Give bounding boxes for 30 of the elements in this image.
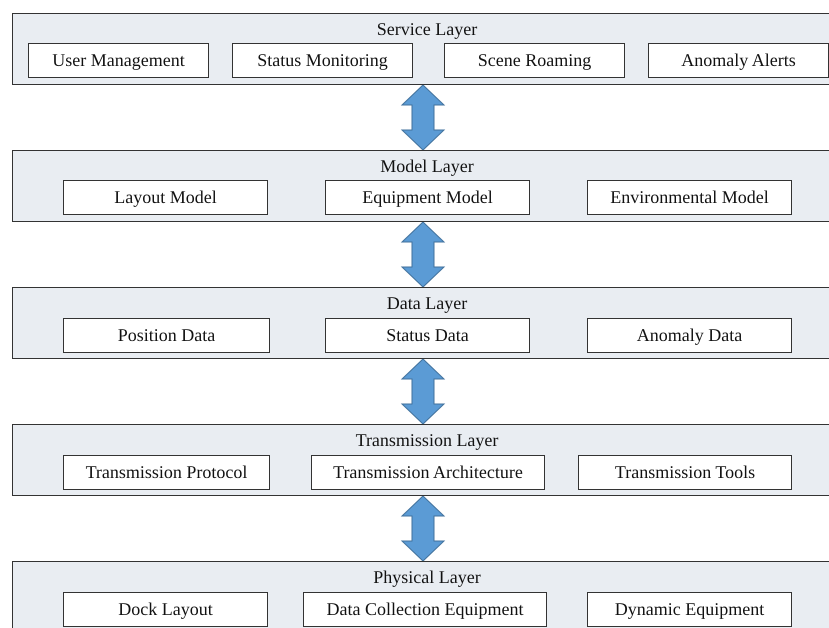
- layer-title: Service Layer: [376, 18, 478, 40]
- component-box: Position Data: [63, 318, 270, 353]
- component-box: User Management: [28, 43, 209, 78]
- component-box: Transmission Protocol: [63, 455, 270, 490]
- component-box: Status Monitoring: [232, 43, 413, 78]
- double-arrow: [400, 221, 446, 288]
- double-arrow: [400, 84, 446, 151]
- double-arrow: [400, 495, 446, 562]
- layer-title: Physical Layer: [372, 566, 482, 588]
- component-box: Equipment Model: [325, 180, 530, 215]
- component-box: Dock Layout: [63, 592, 268, 627]
- layer-title: Transmission Layer: [354, 429, 500, 451]
- layer-panel: [12, 13, 829, 85]
- component-box: Transmission Architecture: [311, 455, 545, 490]
- layer-panel: [12, 150, 829, 222]
- component-box: Status Data: [325, 318, 530, 353]
- component-box: Dynamic Equipment: [587, 592, 792, 627]
- double-arrow: [400, 358, 446, 425]
- layer-title: Model Layer: [379, 155, 475, 177]
- component-box: Anomaly Data: [587, 318, 792, 353]
- component-box: Environmental Model: [587, 180, 792, 215]
- layer-title: Data Layer: [386, 292, 468, 314]
- layer-panel: [12, 561, 829, 628]
- component-box: Layout Model: [63, 180, 268, 215]
- component-box: Data Collection Equipment: [303, 592, 547, 627]
- component-box: Transmission Tools: [578, 455, 792, 490]
- layer-panel: [12, 287, 829, 359]
- component-box: Anomaly Alerts: [648, 43, 829, 78]
- layer-panel: [12, 424, 829, 496]
- component-box: Scene Roaming: [444, 43, 625, 78]
